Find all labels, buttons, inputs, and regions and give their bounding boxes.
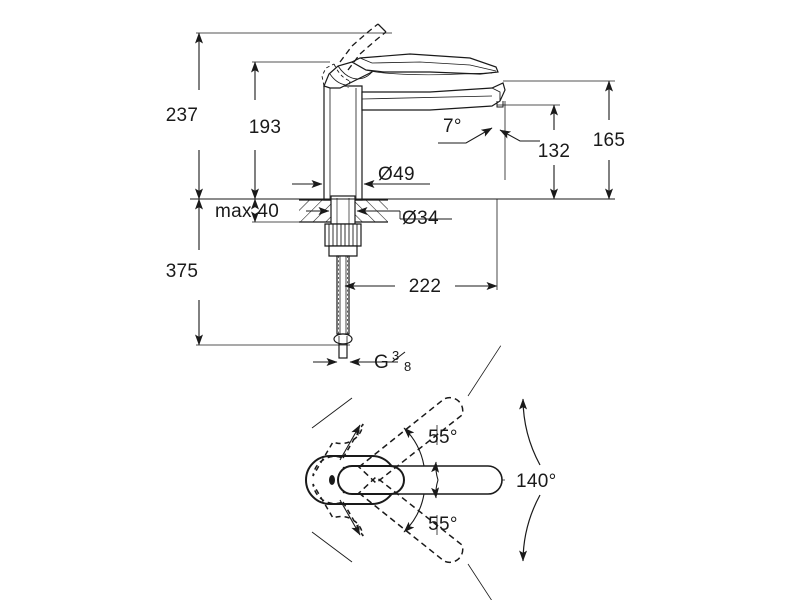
dim-222 [344,199,498,290]
plan-view [305,345,541,600]
label-swivel-total: 140° [516,471,557,492]
mixer-body [323,85,363,201]
lever-handle-open-position [339,23,387,71]
plan-body [305,455,405,505]
angle-leader-lines [311,397,361,563]
label-g38-numerator: 3 [392,348,400,363]
label-132: 132 [538,141,571,162]
label-swivel-upper: 55° [428,427,458,448]
label-d34: Ø34 [402,208,439,229]
plan-spout-upper-55 [357,396,464,484]
label-d49: Ø49 [378,164,415,185]
spout [361,82,506,111]
label-max40: max.40 [215,201,279,222]
label-165: 165 [593,130,626,151]
dim-7deg [438,101,540,180]
label-237: 237 [166,105,199,126]
angle-arc-140 [467,345,541,600]
lever-handle-ghost-outline [321,63,351,89]
label-375: 375 [166,261,199,282]
label-g38-denominator: 8 [404,359,412,374]
shank-assembly [324,195,362,257]
elevation-view [299,23,506,359]
plan-spout-lower-55 [357,476,464,564]
dimension-lines-elevation [190,32,615,366]
label-g38-prefix: G [374,352,389,373]
angle-arc-upper-55 [403,425,440,481]
label-7deg: 7° [443,116,462,137]
dim-d34 [306,207,452,220]
lever-handle [323,53,499,89]
dimension-text-labels: 237 193 max.40 375 Ø49 Ø34 7° 132 165 22… [166,105,626,535]
angle-arc-lower-55 [403,479,440,535]
label-193: 193 [249,117,282,138]
label-222: 222 [409,276,442,297]
label-swivel-lower: 55° [428,514,458,535]
flexible-hose [333,255,353,359]
label-g38: G 3 8 [374,348,412,374]
